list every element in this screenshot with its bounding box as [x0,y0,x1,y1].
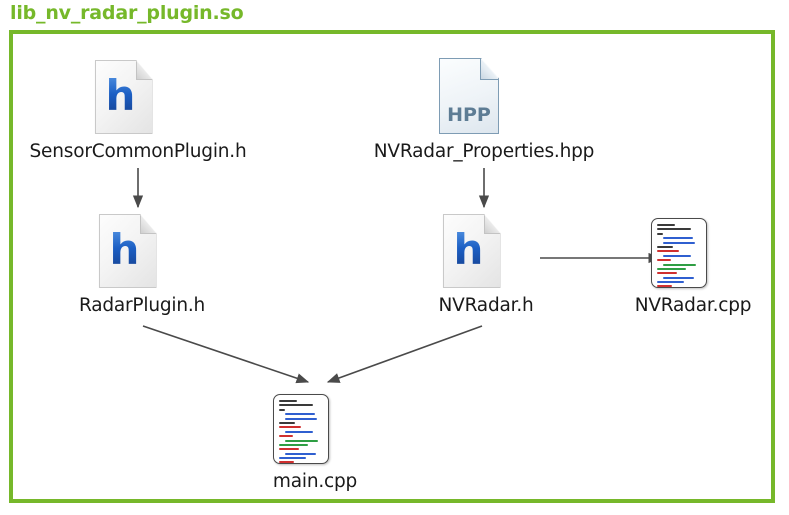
code-line [285,439,318,442]
module-frame [9,30,775,503]
code-line [279,457,306,460]
code-line [657,267,686,270]
code-line [279,435,293,438]
h-file-icon: h [98,214,157,288]
code-line [285,430,313,433]
code-line [657,232,663,235]
code-line [663,276,694,279]
code-line [657,281,684,284]
code-line [657,245,673,248]
code-line [663,237,693,240]
code-line [663,263,696,266]
node-label: main.cpp [272,471,358,492]
node-label: NVRadar_Properties.hpp [373,141,595,162]
node-label: NVRadar.h [438,295,534,316]
code-line [279,426,301,429]
code-line [657,250,679,253]
code-line [279,448,299,451]
code-line [663,254,691,257]
code-line [663,241,695,244]
code-line [285,417,317,420]
code-line [657,224,675,226]
cpp-file-icon [273,394,329,464]
code-line [279,443,308,446]
hpp-glyph: HPP [447,104,491,126]
code-line [279,400,297,402]
code-line [279,408,285,411]
node-label: SensorCommonPlugin.h [29,141,247,162]
hpp-file-icon: HPP [439,58,499,134]
code-line [657,272,677,275]
node-label: RadarPlugin.h [78,295,206,316]
code-line [279,461,294,463]
code-line [657,285,672,287]
h-glyph: h [443,229,495,271]
code-line [285,452,316,455]
code-line [285,413,315,416]
h-glyph: h [95,75,147,117]
code-line [657,228,691,231]
code-line [657,259,671,262]
code-line [279,404,313,407]
h-file-icon: h [94,60,153,134]
h-file-icon: h [442,214,501,288]
module-title: lib_nv_radar_plugin.so [10,2,244,24]
cpp-file-icon [651,218,707,288]
code-line [279,421,295,424]
h-glyph: h [99,229,151,271]
node-label: NVRadar.cpp [634,295,752,316]
